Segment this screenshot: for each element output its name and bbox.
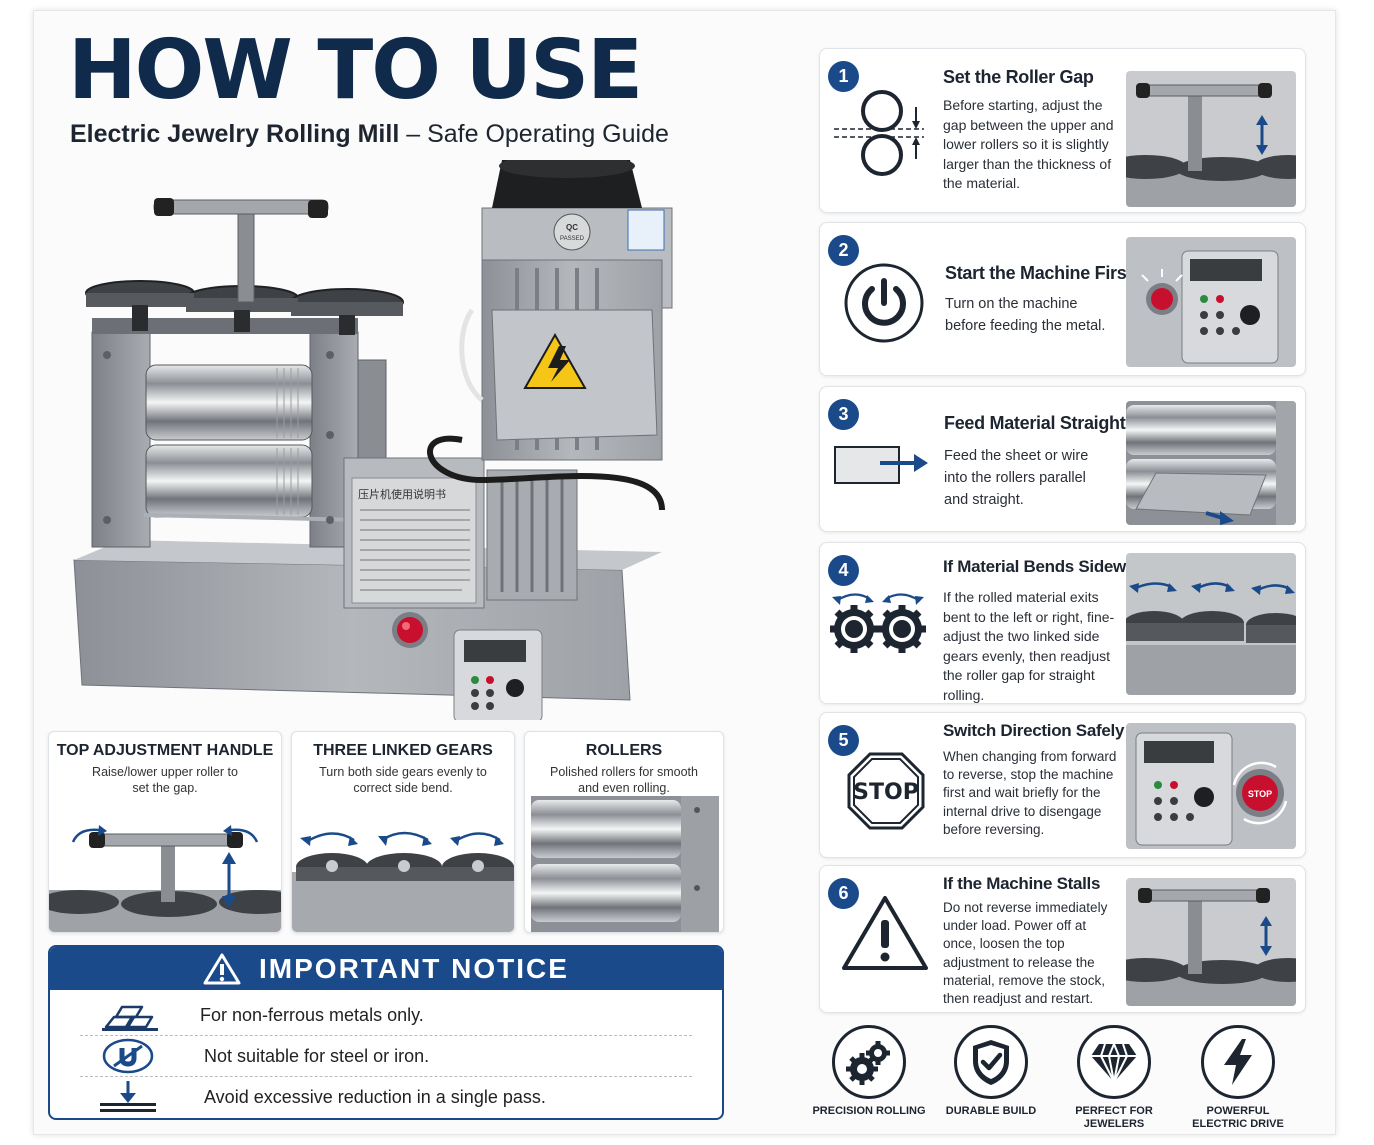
feature-desc: Raise/lower upper roller to set the gap. [92, 765, 238, 795]
notice-divider [80, 1076, 692, 1077]
step-card-5: 5 Switch Direction Safely When changing … [819, 712, 1306, 858]
page-subtitle: Electric Jewelry Rolling Mill – Safe Ope… [70, 120, 669, 149]
stop-sign-text: STOP [853, 780, 919, 805]
warning-icon [203, 953, 241, 984]
step-card-2: 2 Start the Machine First Turn on the ma… [819, 222, 1306, 376]
step-number: 2 [828, 235, 859, 266]
notice-divider [80, 1035, 692, 1036]
step-1-photo [1126, 71, 1296, 207]
step-body: Do not reverse immediately under load. P… [943, 900, 1108, 1007]
notice-item: Not suitable for steel or iron. [80, 1036, 696, 1076]
step-2-photo [1126, 237, 1296, 367]
feature-title: TOP ADJUSTMENT HANDLE [56, 742, 274, 759]
stop-button-label: STOP [1248, 789, 1272, 799]
qc-label: QC [566, 223, 578, 232]
page-title: HOW TO USE [68, 23, 643, 118]
step-body: Before starting, adjust the gap between … [943, 97, 1114, 191]
roller-gap-icon [834, 90, 924, 176]
step-number: 3 [828, 399, 859, 430]
shield-check-icon [973, 1040, 1009, 1085]
gears-photo [292, 831, 514, 932]
magnet-icon [102, 1038, 154, 1074]
important-notice: IMPORTANT NOTICE For non-ferrous metals … [48, 945, 724, 1120]
caution-triangle-icon [842, 896, 928, 970]
badge-label: PRECISION ROLLING [812, 1105, 926, 1117]
handle-photo [49, 825, 281, 932]
feature-card-handle: TOP ADJUSTMENT HANDLE Raise/lower upper … [48, 731, 282, 933]
badge-precision-rolling: PRECISION ROLLING [809, 1025, 929, 1118]
badge-label: PERFECT FOR JEWELERS [1075, 1105, 1153, 1130]
notice-text: Avoid excessive reduction in a single pa… [204, 1086, 546, 1107]
manual-plate-title: 压片机使用说明书 [358, 487, 446, 501]
gears-icon [846, 1041, 890, 1085]
rolling-mill-illustration: 压片机使用说明书 QC PASSED [73, 160, 673, 720]
step-card-3: 3 Feed Material Straight Feed the sheet … [819, 386, 1306, 532]
step-3-photo [1126, 401, 1296, 525]
step-title: If Material Bends Sideways [943, 557, 1154, 576]
step-5-photo: STOP [1126, 723, 1296, 849]
badge-durable-build: DURABLE BUILD [931, 1025, 1051, 1118]
feature-card-gears: THREE LINKED GEARS Turn both side gears … [291, 731, 515, 933]
feature-title: ROLLERS [585, 742, 663, 759]
stop-sign-icon: STOP [847, 752, 925, 830]
feed-straight-icon [834, 446, 928, 484]
qc-sub-label: PASSED [560, 236, 585, 242]
step-card-1: 1 Set the Roller Gap Before starting, ad… [819, 48, 1306, 213]
step-title: Feed Material Straight [944, 413, 1126, 433]
notice-title: IMPORTANT NOTICE [259, 952, 569, 984]
step-number: 5 [828, 725, 859, 756]
step-number: 1 [828, 61, 859, 92]
step-number: 4 [828, 555, 859, 586]
step-title: Switch Direction Safely [943, 721, 1125, 740]
feature-desc: Turn both side gears evenly to correct s… [319, 765, 487, 795]
diamond-icon [1091, 1043, 1137, 1083]
step-body: If the rolled material exits bent to the… [943, 589, 1115, 703]
step-card-4: 4 If Material Bends Sideways If the roll… [819, 542, 1306, 704]
step-4-photo [1126, 553, 1296, 695]
badge-powerful-electric-drive: POWERFUL ELECTRIC DRIVE [1178, 1025, 1298, 1131]
notice-header: IMPORTANT NOTICE [50, 947, 722, 990]
lightning-icon [1224, 1039, 1252, 1085]
notice-text: For non-ferrous metals only. [200, 1004, 424, 1025]
step-body: Feed the sheet or wire into the rollers … [944, 448, 1089, 508]
rollers-photo [531, 796, 719, 932]
press-down-icon [100, 1081, 156, 1112]
step-6-photo [1126, 878, 1296, 1006]
step-title: Set the Roller Gap [943, 67, 1094, 87]
feature-title: THREE LINKED GEARS [313, 742, 493, 759]
subtitle-guide: – Safe Operating Guide [399, 120, 669, 148]
step-number: 6 [828, 878, 859, 909]
linked-gears-icon [830, 593, 926, 653]
notice-item: Avoid excessive reduction in a single pa… [80, 1077, 696, 1117]
step-title: Start the Machine First [945, 263, 1133, 283]
power-icon [844, 263, 924, 343]
notice-text: Not suitable for steel or iron. [204, 1045, 430, 1066]
feature-desc: Polished rollers for smooth and even rol… [550, 765, 698, 795]
feature-card-rollers: ROLLERS Polished rollers for smooth and … [524, 731, 724, 933]
step-body: Turn on the machine before feeding the m… [945, 296, 1106, 334]
step-title: If the Machine Stalls [943, 874, 1101, 893]
subtitle-product: Electric Jewelry Rolling Mill [70, 120, 400, 148]
badge-label: POWERFUL ELECTRIC DRIVE [1192, 1105, 1284, 1130]
notice-item: For non-ferrous metals only. [80, 995, 696, 1035]
metal-bars-icon [102, 1005, 158, 1031]
step-body: When changing from forward to reverse, s… [943, 749, 1117, 837]
badge-perfect-for-jewelers: PERFECT FOR JEWELERS [1054, 1025, 1174, 1131]
step-card-6: 6 If the Machine Stalls Do not reverse i… [819, 865, 1306, 1013]
badge-label: DURABLE BUILD [945, 1105, 1037, 1117]
